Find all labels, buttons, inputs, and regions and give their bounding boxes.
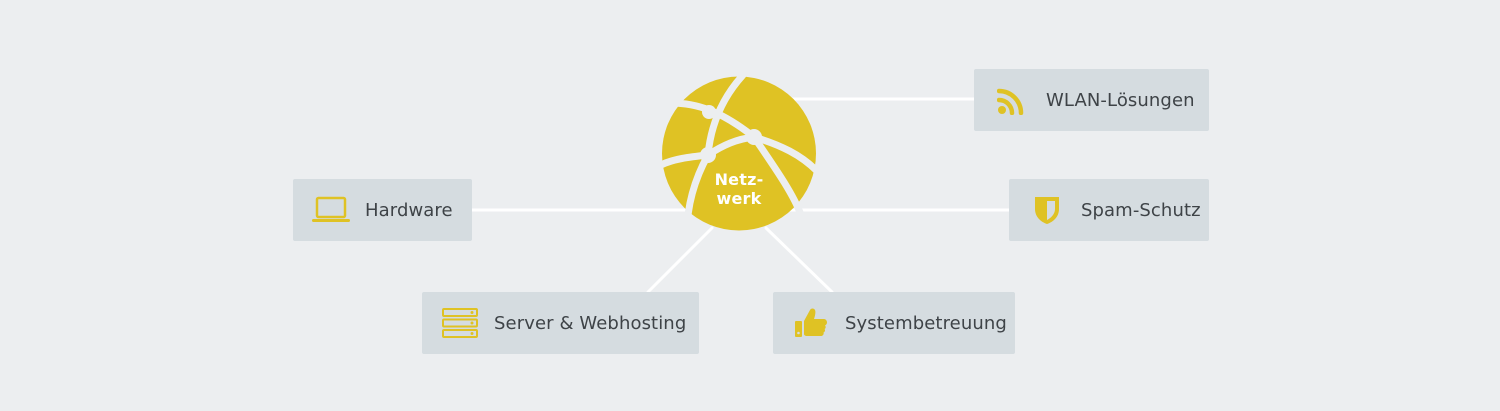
node-spam-protection-label: Spam-Schutz [1081,199,1201,221]
node-hardware[interactable]: Hardware [293,179,472,241]
wifi-signal-icon [992,84,1032,116]
node-spam-protection[interactable]: Spam-Schutz [1009,179,1209,241]
connector-server [646,226,714,294]
node-system-support[interactable]: Systembetreuung [773,292,1015,354]
globe-icon [661,75,817,232]
hub-label-line1: Netz- [714,170,764,189]
node-hardware-label: Hardware [365,199,453,221]
node-system-support-label: Systembetreuung [845,312,1007,334]
hub-label-line2: werk [716,189,762,208]
shield-icon [1027,194,1067,226]
server-rack-icon [440,307,480,339]
connector-support [764,226,834,294]
thumbs-up-icon [791,307,831,339]
node-wlan[interactable]: WLAN-Lösungen [974,69,1209,131]
node-server-webhosting-label: Server & Webhosting [494,312,687,334]
node-server-webhosting[interactable]: Server & Webhosting [422,292,699,354]
hub-label: Netz- werk [661,170,817,208]
laptop-icon [311,194,351,226]
network-globe-hub: Netz- werk [661,75,817,232]
node-wlan-label: WLAN-Lösungen [1046,89,1195,111]
